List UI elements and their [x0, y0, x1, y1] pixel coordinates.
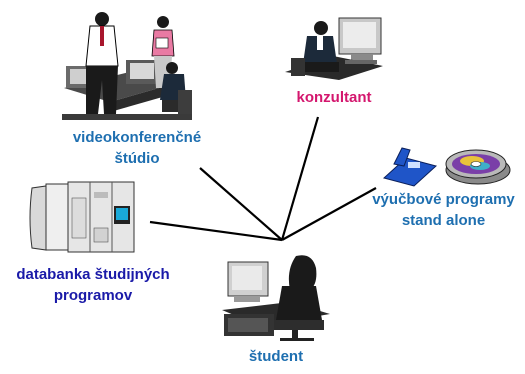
standalone-label-line2: stand alone — [401, 212, 486, 229]
line-to-standalone — [281, 187, 377, 241]
student-label: študent — [236, 346, 316, 367]
student-at-computer-clipart-icon — [222, 255, 330, 341]
line-to-consultant — [280, 116, 320, 241]
database-label-line1: databanka študijných — [16, 266, 170, 283]
office-meeting-clipart-icon — [62, 12, 192, 120]
videoconference-label-line1: videokonferenčné — [72, 129, 202, 146]
student-label-line1: študent — [248, 348, 304, 365]
videoconference-studio-label: videokonferenčné štúdio — [62, 127, 212, 169]
database-label: databanka študijných programov — [4, 264, 182, 306]
line-to-database — [149, 220, 283, 242]
line-to-videoconference — [199, 167, 283, 241]
database-label-line2: programov — [53, 287, 133, 304]
videoconference-label-line2: štúdio — [114, 150, 160, 167]
computer-worker-clipart-icon — [285, 17, 383, 80]
standalone-label-line1: výučbové programy — [372, 191, 515, 208]
consultant-label: konzultant — [284, 87, 384, 108]
software-disk-and-cd-clipart-icon — [382, 147, 511, 187]
consultant-label-line1: konzultant — [296, 89, 372, 106]
standalone-programs-label: výučbové programy stand alone — [366, 189, 521, 231]
mainframe-server-clipart-icon — [29, 181, 135, 253]
